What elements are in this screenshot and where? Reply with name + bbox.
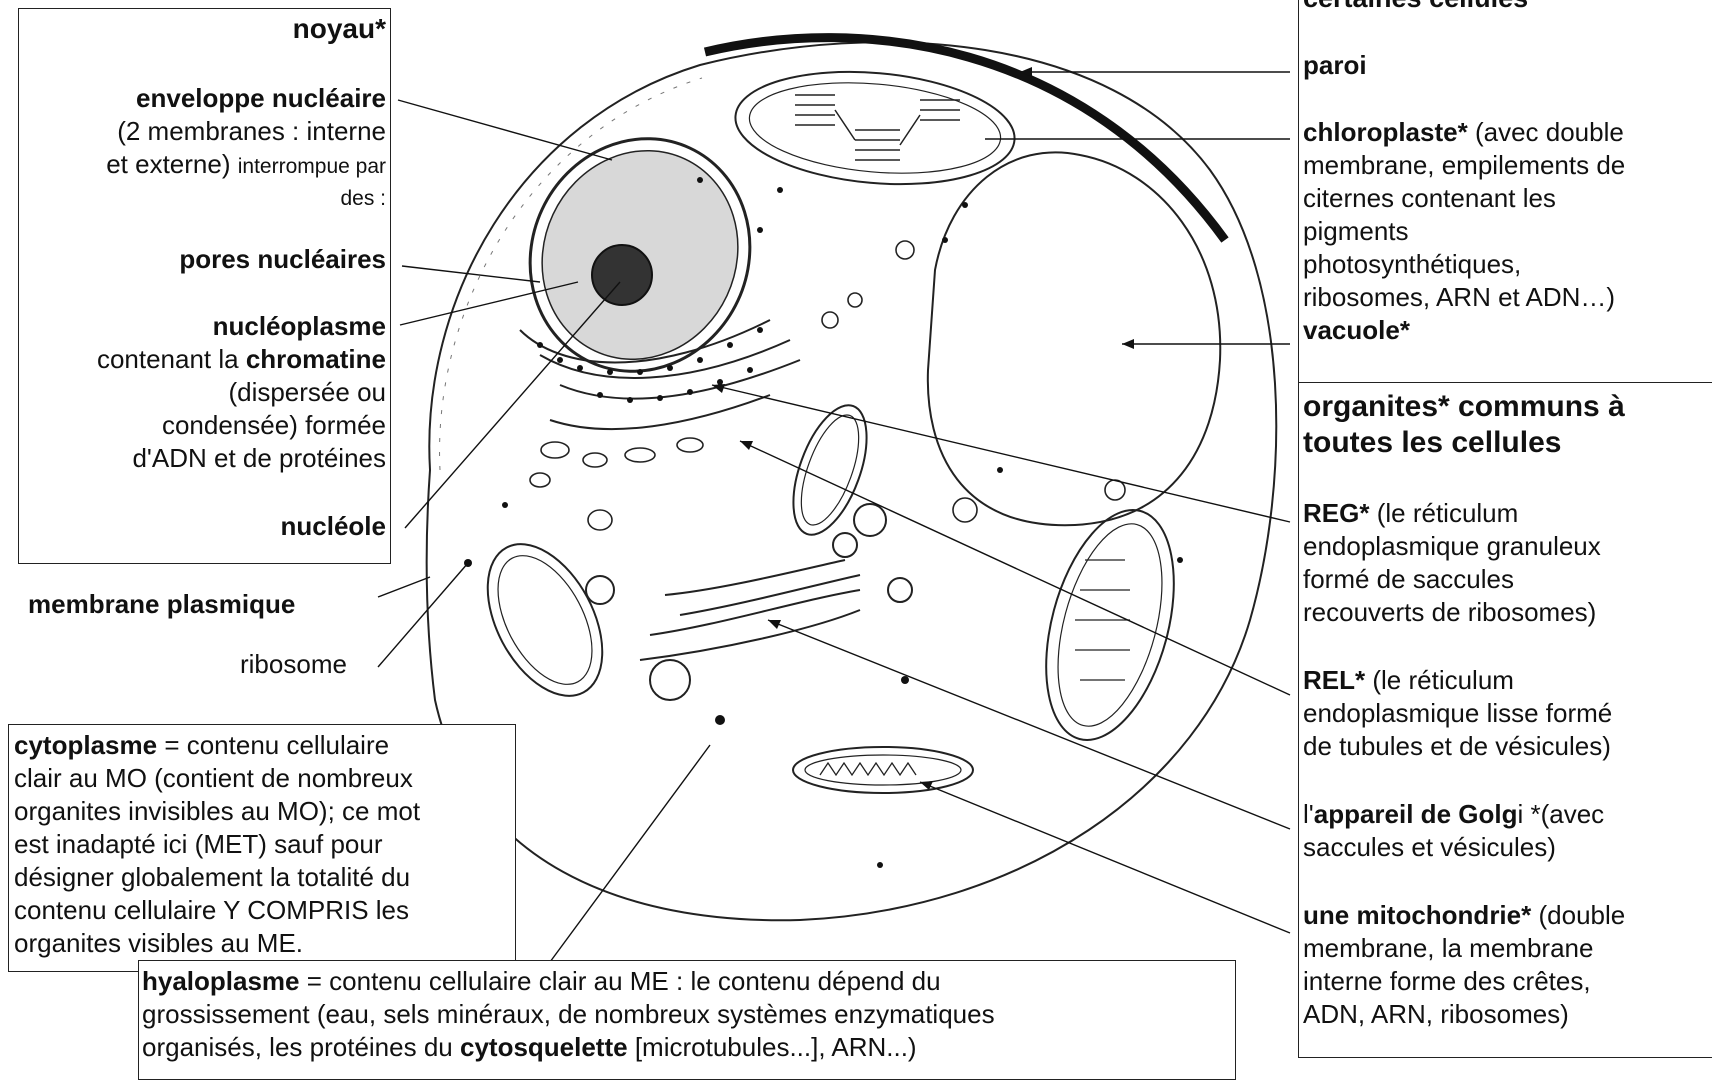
nucleoplasm-line-2: (dispersée ou [18,376,386,409]
hyaloplasm-line-1-text: = contenu cellulaire clair au ME : le co… [307,966,941,996]
chromatin-term: chromatine [246,344,386,374]
plant-organelles-header: certaines cellules [1303,0,1528,15]
cytoplasm-term: cytoplasme [14,730,157,760]
chloroplast-line-1: chloroplaste* (avec double [1303,116,1624,149]
nucleoplasm-line-4: d'ADN et de protéines [18,442,386,475]
hyaloplasm-line-3a: organisés, les protéines du [142,1032,453,1062]
golgi-prefix: l' [1303,799,1314,829]
chloroplast-line-6: ribosomes, ARN et ADN…) [1303,281,1615,314]
envelope-line-2: et externe) interrompue par [18,148,386,183]
ribosome-label: ribosome [240,648,347,681]
pores-label: pores nucléaires [18,243,386,276]
reg-line-1-text: (le réticulum [1377,498,1519,528]
cytoplasm-line-1-text: = contenu cellulaire [164,730,389,760]
rel-line-1-text: (le réticulum [1372,665,1514,695]
cytoplasm-line-1: cytoplasme = contenu cellulaire [14,729,514,762]
cytoskeleton-term: cytosquelette [460,1032,628,1062]
rel-line-1: REL* (le réticulum [1303,664,1514,697]
nucleoplasm-title: nucléoplasme [18,310,386,343]
cytoplasm-line-7: organites visibles au ME. [14,927,303,960]
mito-line-1: une mitochondrie* (double [1303,899,1625,932]
rel-line-2: endoplasmique lisse formé [1303,697,1612,730]
chloroplast-shape [731,61,1020,195]
hyaloplasm-line-3: organisés, les protéines du cytosquelett… [142,1031,917,1064]
mito-line-3: interne forme des crêtes, [1303,965,1591,998]
chloroplast-line-1-text: (avec double [1475,117,1624,147]
cytoplasm-line-4: est inadapté ici (MET) sauf pour [14,828,383,861]
nucleoplasm-line-1a: contenant la [97,344,239,374]
rel-term: REL* [1303,665,1365,695]
chloroplast-line-5: photosynthétiques, [1303,248,1521,281]
mito-term: une mitochondrie* [1303,900,1531,930]
golgi-term: appareil de Golg [1314,799,1518,829]
golgi-shape [586,504,912,700]
chloroplast-term: chloroplaste* [1303,117,1468,147]
cytoplasm-line-5: désigner globalement la totalité du [14,861,410,894]
nucleolus-shape [592,245,652,305]
reg-line-4: recouverts de ribosomes) [1303,596,1596,629]
plasma-membrane-label: membrane plasmique [28,588,295,621]
vacuole-label: vacuole* [1303,314,1410,347]
hyaloplasm-line-2: grossissement (eau, sels minéraux, de no… [142,998,995,1031]
reg-term: REG* [1303,498,1369,528]
mito-line-1-text: (double [1538,900,1625,930]
nucleolus-label: nucléole [18,510,386,543]
vacuole-shape [928,152,1220,525]
common-organelles-header-2: toutes les cellules [1303,425,1561,461]
reg-line-2: endoplasmique granuleux [1303,530,1601,563]
chloroplast-line-2: membrane, empilements de [1303,149,1625,182]
envelope-title: enveloppe nucléaire [18,82,386,115]
cytoplasm-line-2: clair au MO (contient de nombreux [14,762,413,795]
hyaloplasm-line-1: hyaloplasme = contenu cellulaire clair a… [142,965,941,998]
mito-line-4: ADN, ARN, ribosomes) [1303,998,1569,1031]
envelope-line-2a: et externe) [106,149,230,179]
reg-line-1: REG* (le réticulum [1303,497,1518,530]
golgi-line-1-text: i *(avec [1517,799,1604,829]
nucleus-title: noyau* [18,12,386,45]
hyaloplasm-term: hyaloplasme [142,966,300,996]
cytoplasm-line-6: contenu cellulaire Y COMPRIS les [14,894,409,927]
envelope-line-3: des : [18,182,386,215]
reg-line-3: formé de saccules [1303,563,1514,596]
golgi-line-2: saccules et vésicules) [1303,831,1556,864]
wall-label: paroi [1303,49,1367,82]
chloroplast-line-3: citernes contenant les [1303,182,1556,215]
rel-line-3: de tubules et de vésicules) [1303,730,1611,763]
common-organelles-header-1: organites* communs à [1303,389,1625,425]
mito-line-2: membrane, la membrane [1303,932,1593,965]
mitochondria-shapes [464,396,1196,793]
cell-membrane [427,42,1277,920]
envelope-line-1: (2 membranes : interne [18,115,386,148]
nucleoplasm-line-3: condensée) formée [18,409,386,442]
golgi-line-1: l'appareil de Golgi *(avec [1303,798,1604,831]
nucleoplasm-line-1: contenant la chromatine [18,343,386,376]
envelope-line-2b: interrompue par [238,155,386,178]
hyaloplasm-line-3c: [microtubules...], ARN...) [635,1032,917,1062]
cytoplasm-line-3: organites invisibles au MO); ce mot [14,795,420,828]
chloroplast-line-4: pigments [1303,215,1409,248]
